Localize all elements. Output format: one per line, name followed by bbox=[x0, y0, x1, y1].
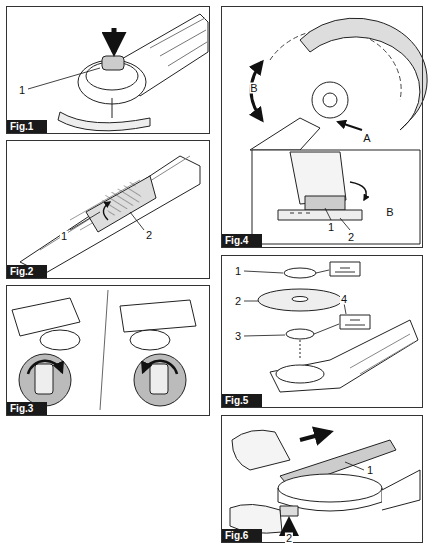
figure-panel: Fig.2 bbox=[6, 140, 210, 279]
callout-number: 1 bbox=[234, 266, 242, 277]
fig3-grinders bbox=[12, 290, 196, 410]
callout-number: B bbox=[249, 83, 258, 94]
callout-number: 1 bbox=[327, 222, 335, 233]
figure-label: Fig.6 bbox=[222, 529, 262, 542]
lock-button bbox=[102, 56, 124, 70]
callout-number: 2 bbox=[347, 232, 355, 243]
fig6-wrench bbox=[230, 430, 420, 538]
lever bbox=[305, 196, 345, 210]
figure-label: Fig.5 bbox=[222, 394, 262, 407]
callout-number: 4 bbox=[340, 294, 348, 305]
figure-panel: Fig.5 bbox=[221, 255, 423, 408]
shaft-lock bbox=[280, 506, 298, 516]
callout-number: 1 bbox=[18, 85, 26, 96]
figure-panel: Fig.1 bbox=[6, 6, 210, 134]
callout-number: A bbox=[362, 133, 371, 144]
figure-label: Fig.2 bbox=[7, 265, 47, 278]
callout-number: 3 bbox=[234, 331, 242, 342]
callout-number: 2 bbox=[145, 230, 153, 241]
callout-number: 1 bbox=[366, 465, 374, 476]
figure-label: Fig.1 bbox=[7, 120, 47, 133]
figure-panel: Fig.3 bbox=[6, 285, 210, 416]
fig5-exploded bbox=[258, 262, 418, 392]
callout-number: 2 bbox=[285, 533, 293, 544]
switch-lever bbox=[86, 176, 156, 232]
callout-number: B bbox=[385, 207, 394, 218]
fig2-grinder bbox=[20, 156, 200, 274]
callout-number: 2 bbox=[234, 296, 242, 307]
fig1-grinder bbox=[58, 14, 208, 131]
fig4-guard bbox=[250, 18, 427, 244]
figure-panel: Fig.6 bbox=[221, 415, 423, 543]
callout-number: 1 bbox=[60, 231, 68, 242]
figure-label: Fig.3 bbox=[7, 402, 47, 415]
figure-label: Fig.4 bbox=[222, 234, 262, 247]
